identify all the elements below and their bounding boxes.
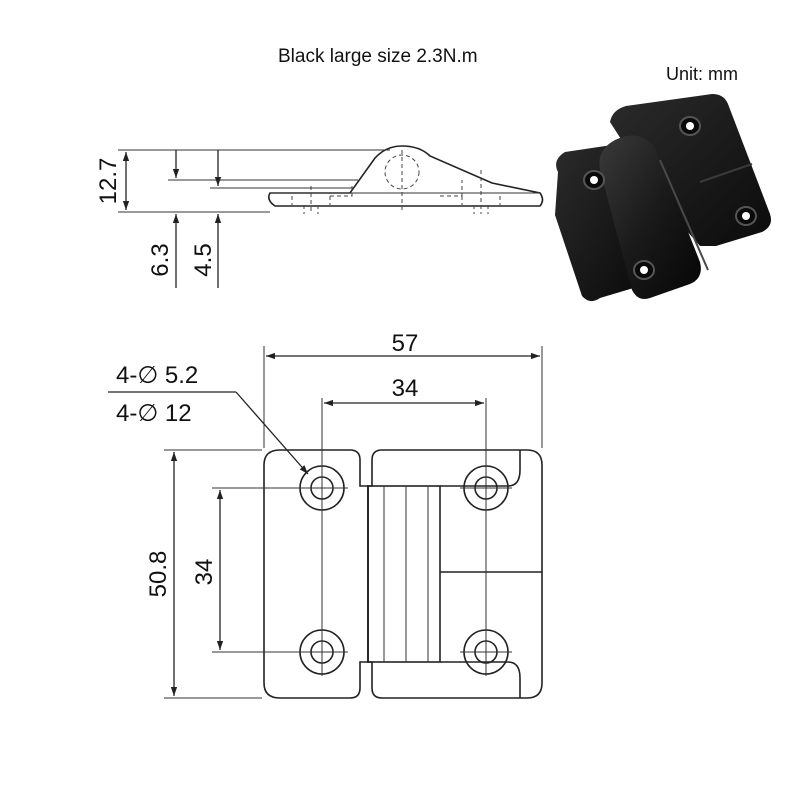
product-barrel <box>599 135 701 299</box>
front-right-plate <box>367 449 543 699</box>
dim-57: 57 <box>392 330 419 357</box>
hole-callout-counterbore: 4-∅ 12 <box>116 400 192 427</box>
unit-label: Unit: mm <box>666 64 738 84</box>
hole-callout-through: 4-∅ 5.2 <box>116 362 198 389</box>
left-bore-hidden <box>291 186 353 214</box>
right-bore-hidden <box>440 180 501 214</box>
side-view: 12.7 6.3 4.5 <box>95 145 544 288</box>
product-image <box>555 94 771 302</box>
product-hole-3-through <box>686 122 694 130</box>
dim-4-5: 4.5 <box>190 243 217 276</box>
pin-hidden-circle <box>384 154 420 190</box>
hole-centerlines <box>296 398 512 676</box>
front-barrel <box>367 485 441 663</box>
product-hole-1-through <box>590 176 598 184</box>
dim-50-8: 50.8 <box>145 551 172 598</box>
front-view: 57 34 50.8 34 4-∅ 5.2 4-∅ 12 <box>108 330 543 699</box>
callout-leader <box>235 391 309 475</box>
right-leaf-top-relief <box>440 450 521 487</box>
product-title: Black large size 2.3N.m <box>278 46 478 67</box>
dim-6-3: 6.3 <box>147 243 174 276</box>
dim-34-v: 34 <box>191 559 218 586</box>
product-hole-2-through <box>640 266 648 274</box>
dim-34-h: 34 <box>392 375 419 402</box>
dim-12-7: 12.7 <box>95 158 122 205</box>
product-leaf-step <box>699 163 753 183</box>
product-hole-4-through <box>742 212 750 220</box>
right-leaf-bottom-relief <box>440 661 521 698</box>
product-barrel-highlight <box>659 159 709 271</box>
product-right-leaf <box>610 94 771 246</box>
side-profile <box>268 145 544 207</box>
